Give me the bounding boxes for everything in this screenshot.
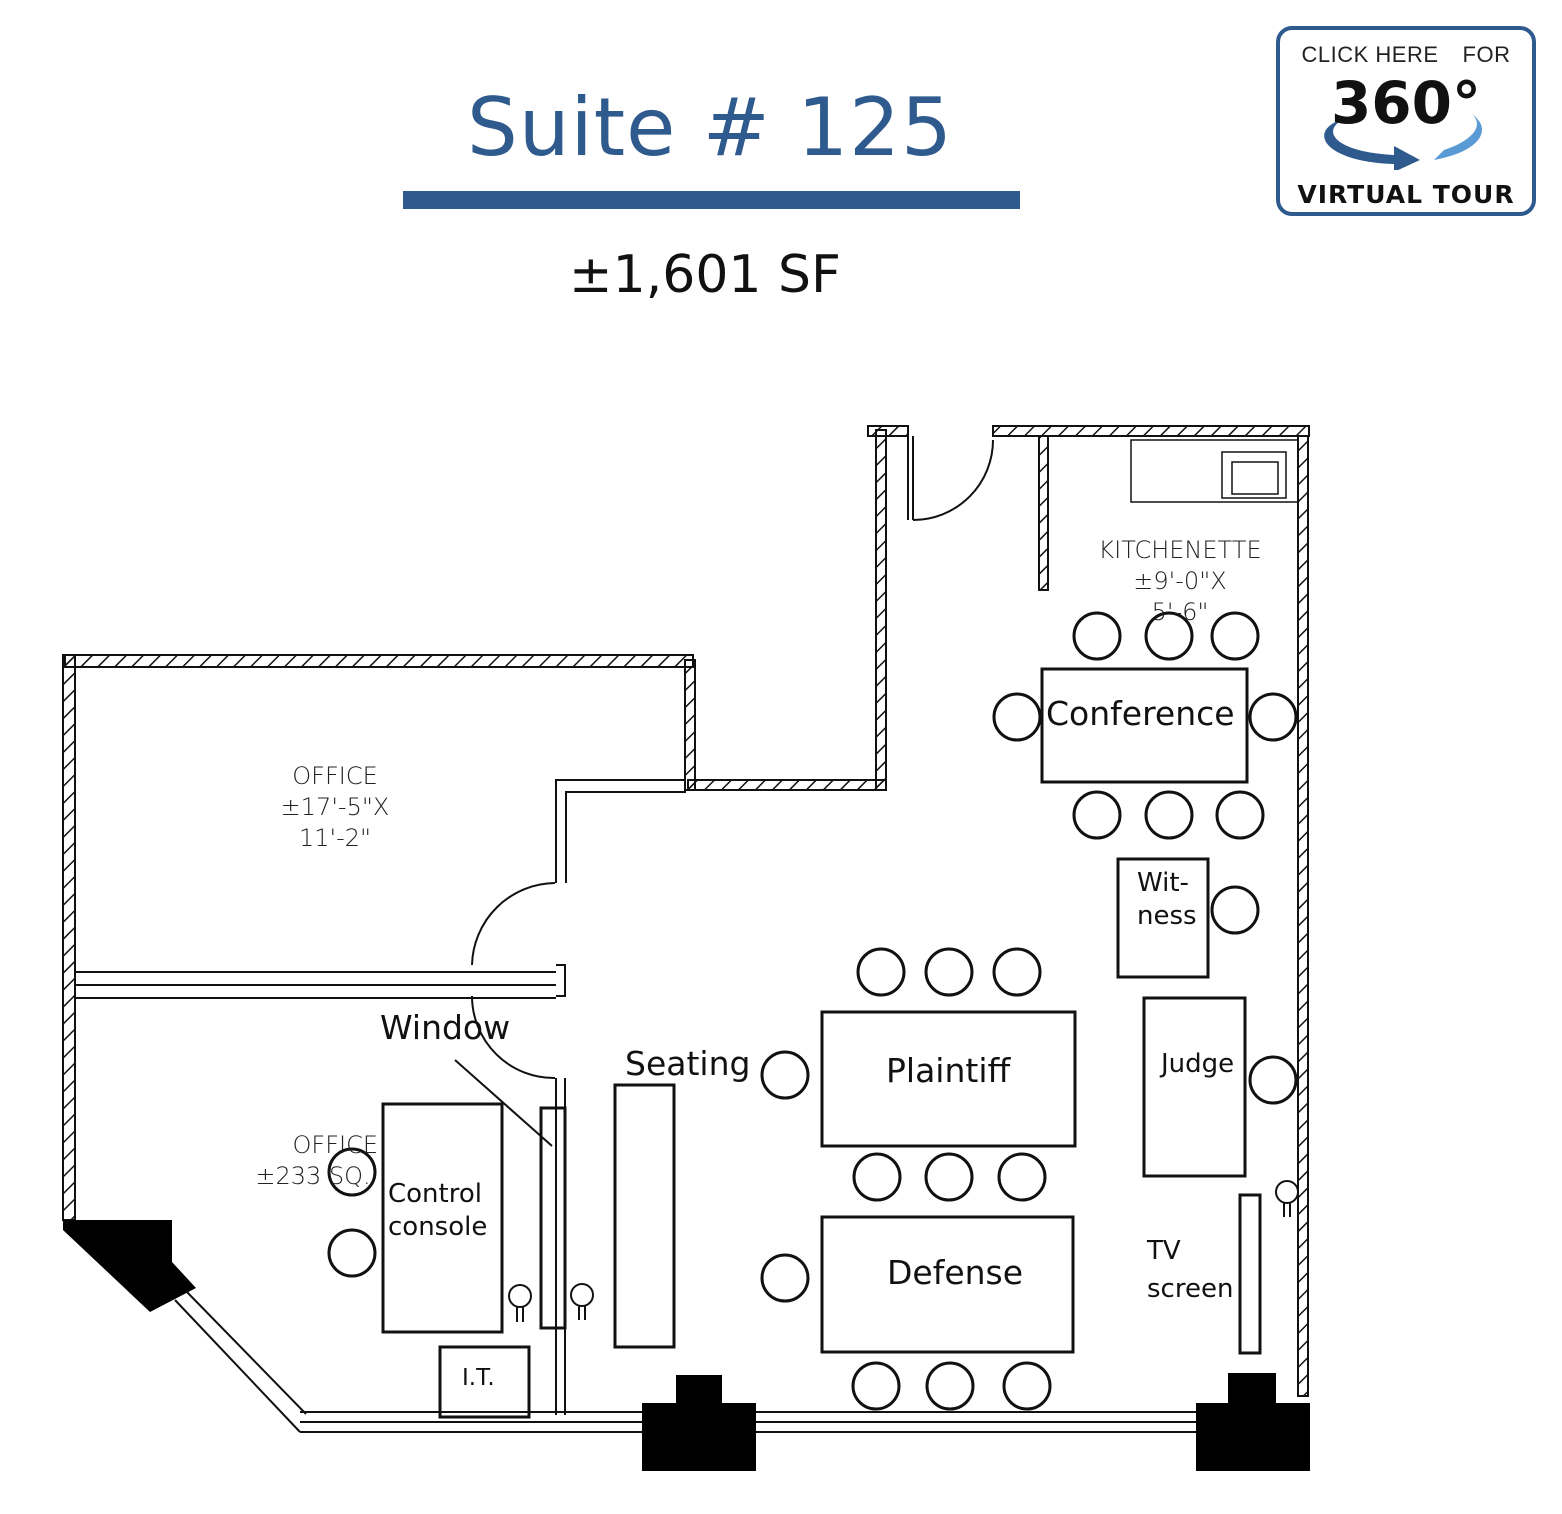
tv-screen-line-2: screen [1147, 1274, 1234, 1304]
witness-line-1: Wit- [1137, 868, 1189, 898]
suite-title: Suite # 125 [467, 81, 953, 174]
defense-label: Defense [887, 1253, 1024, 1292]
tour-for-text: FOR [1462, 42, 1511, 67]
kitchenette-name: KITCHENETTE [1098, 536, 1262, 564]
furniture [381, 667, 1262, 1419]
office-north-dim-1: ±17'-5"X [280, 793, 390, 821]
tour-virtual-tour-text: VIRTUAL TOUR [1297, 180, 1515, 209]
door-swings [471, 436, 994, 1080]
suite-area: ±1,601 SF [569, 245, 841, 305]
kitchenette-label: KITCHENETTE ±9'-0"X 5'-6" [1090, 535, 1270, 628]
seating-label: Seating [625, 1044, 751, 1083]
window-label: Window [380, 1008, 511, 1047]
office-north-label: OFFICE ±17'-5"X 11'-2" [245, 761, 425, 854]
plant-icons [508, 1180, 1299, 1322]
witness-line-2: ness [1137, 901, 1197, 931]
office-south-area: ±233 SQ. [255, 1162, 371, 1190]
it-label: I.T. [462, 1365, 495, 1391]
office-north-dim-2: 11'-2" [298, 824, 372, 852]
tour-click-here-text: CLICK HERE [1301, 42, 1439, 67]
chairs [327, 611, 1298, 1411]
title-underline [403, 191, 1020, 209]
judge-label: Judge [1161, 1049, 1235, 1079]
virtual-tour-button[interactable]: CLICK HERE FOR 360° VIRTUAL TOUR [1276, 26, 1536, 216]
kitchen-counter [1130, 439, 1299, 503]
conference-label: Conference [1046, 694, 1235, 733]
office-north-name: OFFICE [292, 762, 378, 790]
plaintiff-label: Plaintiff [886, 1051, 1011, 1090]
rotate-arrow-icon [1324, 114, 1483, 170]
office-south-name: OFFICE [292, 1131, 379, 1159]
kitchenette-dim-1: ±9'-0"X [1133, 567, 1227, 595]
control-console-line-1: Control [388, 1179, 482, 1209]
tv-screen-label: TV screen [1147, 1232, 1233, 1308]
tour-360-text: 360° [1330, 69, 1482, 137]
interior-walls [75, 779, 1300, 1433]
witness-label: Wit- ness [1137, 867, 1197, 933]
office-south-label: OFFICE ±233 SQ. [248, 1130, 378, 1192]
exterior-walls [62, 425, 1310, 1397]
tv-screen-line-1: TV [1147, 1236, 1181, 1266]
control-console-line-2: console [388, 1212, 488, 1242]
kitchenette-dim-2: 5'-6" [1151, 598, 1209, 626]
control-console-label: Control console [388, 1178, 487, 1244]
columns [63, 1220, 1310, 1471]
tour-badge-top-line: CLICK HERE FOR [1280, 42, 1532, 68]
